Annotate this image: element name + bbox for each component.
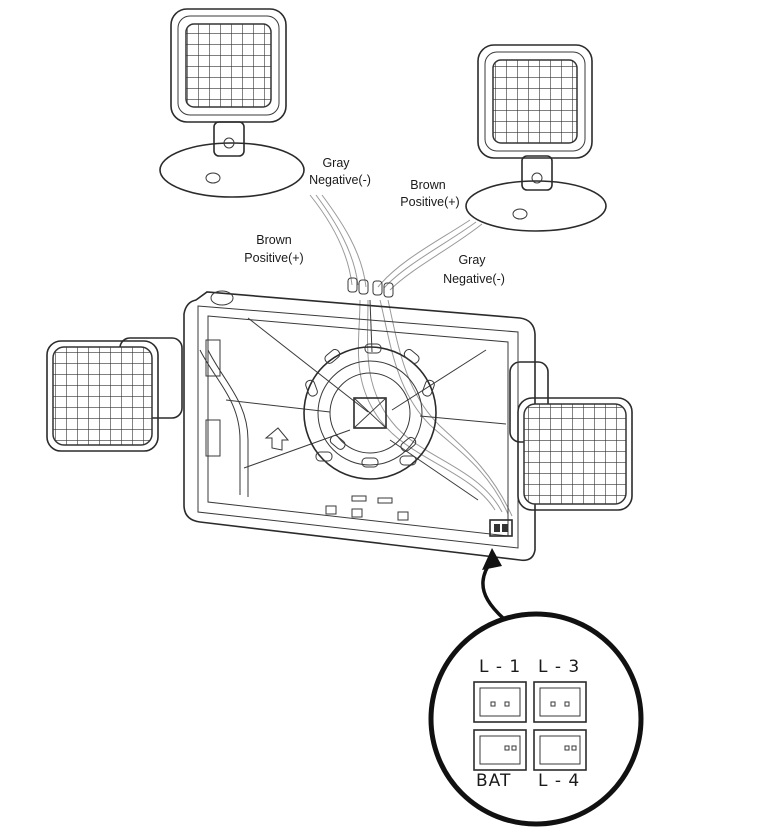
- connector-socket-l4: [533, 729, 587, 771]
- wire-label-brown-top-color: Brown: [410, 178, 445, 192]
- connector-socket-l1: [473, 681, 527, 723]
- connector-socket-bat: [473, 729, 527, 771]
- wire-label-brown-left: Brown Positive(+): [244, 233, 303, 265]
- remote-lamp-head-right: [465, 44, 607, 232]
- remote-lamp-base-left: [159, 142, 305, 198]
- connector-label-l3: L - 3: [538, 657, 580, 677]
- wire-label-gray-top: Gray Negative(-): [309, 156, 371, 187]
- wire-label-gray-top-polarity: Negative(-): [309, 173, 371, 187]
- wire-label-brown-left-polarity: Positive(+): [244, 251, 303, 265]
- wire-label-gray-right-polarity: Negative(-): [443, 272, 505, 286]
- wire-label-gray-right-color: Gray: [458, 253, 486, 267]
- connector-callout: L - 1 L - 3 BAT L - 4: [428, 548, 644, 827]
- wire-label-brown-top: Brown Positive(+): [400, 178, 459, 209]
- unit-lamp-head-right: [517, 397, 633, 511]
- callout-magnifier-circle: [428, 611, 644, 827]
- wire-bundle: [309, 194, 513, 517]
- connector-socket-l3: [533, 681, 587, 723]
- wire-label-brown-left-color: Brown: [256, 233, 291, 247]
- remote-lamp-head-left: [159, 8, 305, 198]
- connector-label-l1: L - 1: [479, 657, 521, 677]
- remote-lamp-face-left: [170, 8, 287, 123]
- wire-label-gray-right: Gray Negative(-): [443, 253, 505, 286]
- remote-lamp-base-right: [465, 180, 607, 232]
- callout-arrowhead: [482, 548, 502, 570]
- wire-connectors: [347, 277, 394, 298]
- main-housing: [119, 290, 549, 562]
- wire-label-gray-top-color: Gray: [322, 156, 350, 170]
- unit-lamp-head-left: [46, 340, 159, 452]
- connector-label-l4: L - 4: [538, 771, 580, 791]
- wire-label-brown-top-polarity: Positive(+): [400, 195, 459, 209]
- mounting-plate: [303, 299, 437, 480]
- connector-label-bat: BAT: [476, 771, 511, 791]
- remote-lamp-face-right: [477, 44, 593, 159]
